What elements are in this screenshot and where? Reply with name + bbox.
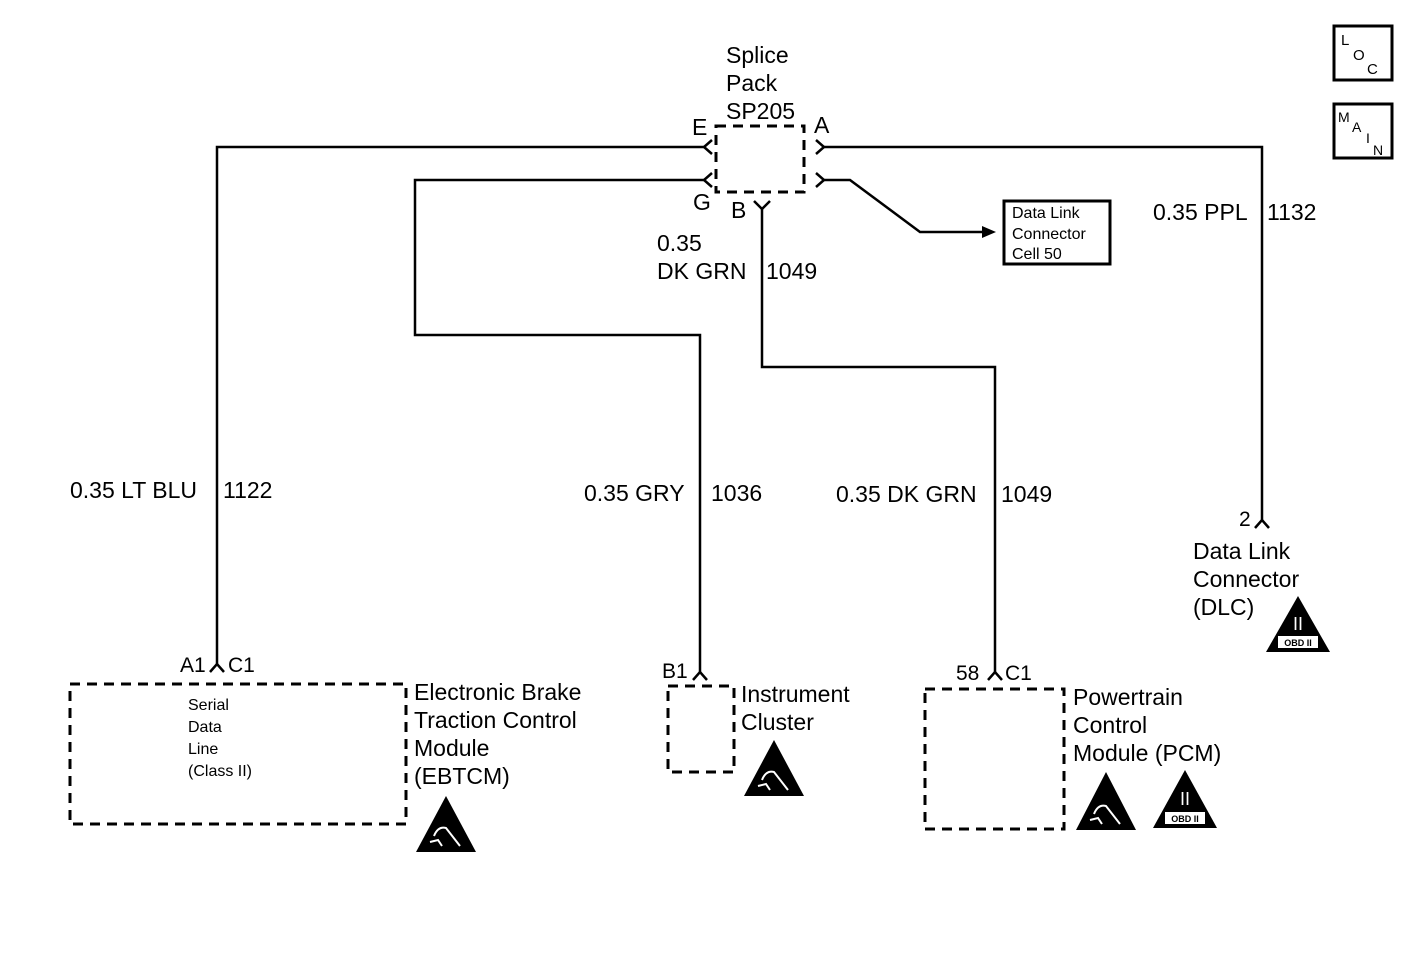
ebtcm-title-line2: Traction Control [414, 707, 577, 733]
ebtcm-title-line4: (EBTCM) [414, 763, 510, 789]
wire-1132 [824, 145, 1264, 520]
splice-pack-sp205: Splice Pack SP205 E A G B [692, 42, 830, 223]
cluster-pin: B1 [662, 660, 688, 683]
instrument-cluster: B1 Instrument Cluster [662, 660, 850, 796]
ebtcm-title-line3: Module [414, 735, 489, 761]
pcm-title-line2: Control [1073, 712, 1147, 738]
splice-title-line2: Pack [726, 70, 778, 96]
main-letter-1: M [1338, 109, 1350, 125]
wire-1049-upper-circuit: 1049 [766, 258, 817, 284]
ebtcm-inner-line4: (Class II) [188, 763, 252, 780]
svg-text:II: II [1180, 789, 1190, 809]
wire-1122-size-color: 0.35 LT BLU [70, 477, 197, 503]
dlc-reference-frame [1002, 199, 1112, 266]
wire-1122-circuit: 1122 [223, 477, 272, 503]
esd-icon [1076, 772, 1136, 830]
cluster-title-line2: Cluster [741, 709, 814, 735]
wire-1036-size-color: 0.35 GRY [584, 480, 685, 506]
pcm-title-line1: Powertrain [1073, 684, 1183, 710]
ebtcm-inner-line2: Data [188, 719, 222, 736]
main-button[interactable]: M A I N [1332, 102, 1394, 160]
main-letter-2: A [1352, 119, 1362, 135]
svg-text:OBD II: OBD II [1284, 638, 1312, 648]
splice-pin-b: B [731, 197, 746, 223]
wire-1036-circuit: 1036 [711, 480, 762, 506]
cluster-title-line1: Instrument [741, 681, 850, 707]
main-letter-4: N [1373, 142, 1383, 158]
wire-reference-arrow [824, 178, 982, 234]
wire-1036 [413, 178, 704, 672]
data-link-connector: 2 Data Link Connector (DLC) II OBD II [1193, 508, 1330, 652]
dlc-title-line2: Connector [1193, 566, 1299, 592]
terminal-a1-caret [209, 662, 225, 673]
splice-title-line1: Splice [726, 42, 789, 68]
pcm-pin: 58 [956, 662, 979, 685]
loc-letter-3: C [1367, 61, 1378, 78]
main-letter-3: I [1366, 130, 1370, 146]
dlc-title-line1: Data Link [1193, 538, 1291, 564]
connector-e-chevron [702, 139, 713, 155]
cluster-box [666, 684, 736, 774]
pcm-module: 58 C1 Powertrain Control Module (PCM) II… [923, 662, 1221, 831]
ebtcm-pin: A1 [180, 654, 206, 677]
loc-button[interactable]: L O C [1332, 24, 1394, 82]
loc-letter-1: L [1341, 32, 1349, 49]
wire-labels: 0.35 LT BLU 1122 0.35 GRY 1036 0.35 DK G… [70, 199, 1316, 507]
splice-pin-a: A [814, 112, 830, 138]
wire-1049-upper-size: 0.35 [657, 230, 702, 256]
splice-pin-g: G [693, 189, 711, 215]
terminal-b1-caret [692, 670, 708, 681]
splice-pin-e: E [692, 114, 707, 140]
esd-icon [416, 796, 476, 852]
dlc-title-line3: (DLC) [1193, 594, 1254, 620]
obd-ii-icon: II OBD II [1153, 770, 1217, 828]
terminal-2-caret [1254, 518, 1270, 529]
wire-1049-upper-color: DK GRN [657, 258, 746, 284]
connector-ref-chevron [815, 172, 826, 188]
pcm-title-line3: Module (PCM) [1073, 740, 1221, 766]
wires [209, 145, 1270, 681]
arrowhead-icon [982, 226, 996, 238]
ebtcm-title-line1: Electronic Brake [414, 679, 581, 705]
connector-a-chevron [815, 139, 826, 155]
main-frame [1332, 102, 1394, 160]
pcm-box [923, 687, 1066, 831]
ebtcm-inner-line3: Line [188, 741, 218, 758]
terminal-58-caret [987, 670, 1003, 681]
ebtcm-box [68, 682, 408, 826]
splice-box [714, 124, 806, 194]
dlc-reference-line3: Cell 50 [1012, 246, 1062, 263]
wire-1049-size-color: 0.35 DK GRN [836, 481, 977, 507]
svg-text:II: II [1293, 614, 1303, 634]
wire-1049 [760, 209, 997, 672]
dlc-reference-box[interactable]: Data Link Connector Cell 50 [1002, 199, 1112, 266]
dlc-pin: 2 [1239, 508, 1251, 531]
obd-ii-icon: II OBD II [1266, 596, 1330, 652]
connector-g-chevron [702, 172, 713, 188]
svg-text:OBD II: OBD II [1171, 814, 1199, 824]
ebtcm-module: A1 C1 Serial Data Line (Class II) Electr… [68, 654, 581, 852]
wire-1122 [215, 145, 704, 664]
connector-b-chevron [753, 200, 771, 211]
wire-1132-circuit: 1132 [1267, 199, 1316, 225]
pcm-connector: C1 [1005, 662, 1032, 685]
splice-title-line3: SP205 [726, 98, 795, 124]
ebtcm-inner-line1: Serial [188, 697, 229, 714]
loc-letter-2: O [1353, 47, 1365, 64]
dlc-reference-line1: Data Link [1012, 205, 1081, 222]
wire-1049-circuit: 1049 [1001, 481, 1052, 507]
loc-frame [1332, 24, 1394, 82]
esd-icon [744, 740, 804, 796]
wire-1132-size-color: 0.35 PPL [1153, 199, 1248, 225]
dlc-reference-line2: Connector [1012, 226, 1086, 243]
ebtcm-connector: C1 [228, 654, 255, 677]
